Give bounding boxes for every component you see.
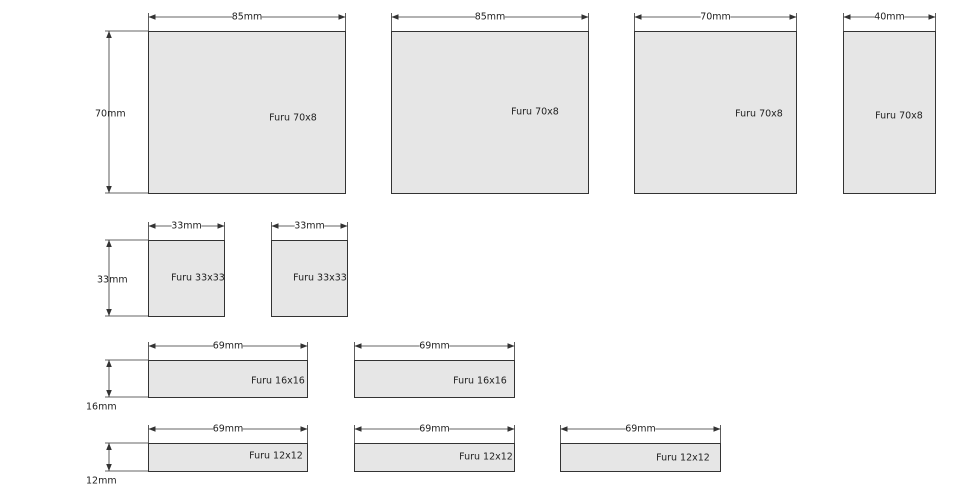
board-label: Furu 70x8 [875,111,923,122]
board-label: Furu 70x8 [269,113,317,124]
board-label: Furu 70x8 [511,107,559,118]
dimension-label-background [232,11,262,22]
board-panel [148,360,308,398]
board-label: Furu 70x8 [735,109,783,120]
height-dimension-label: 12mm [86,476,117,487]
width-dimension-label: 69mm [419,341,450,352]
board-panel [354,360,515,398]
dimension-label-background [171,220,202,231]
board-panel [148,240,225,317]
board-label: Furu 12x12 [249,451,303,462]
width-dimension-label: 69mm [625,424,656,435]
dimension-label-background [213,340,243,351]
board-panel [148,31,346,194]
board-label: Furu 12x12 [656,453,710,464]
board-panel [391,31,589,194]
dimension-label-background [213,423,243,434]
width-dimension-label: 69mm [419,424,450,435]
width-dimension-label: 69mm [213,424,244,435]
width-dimension-label: 69mm [213,341,244,352]
height-dimension-label: 16mm [86,402,117,413]
width-dimension-label: 33mm [294,221,325,232]
board-panel [560,443,721,472]
dimension-label-background [874,11,905,22]
dimension-label-background [475,11,505,22]
height-dimension-label: 70mm [95,109,126,120]
board-panel [148,443,308,472]
board-panel [843,31,936,194]
board-label: Furu 12x12 [459,452,513,463]
board-label: Furu 16x16 [251,376,305,387]
width-dimension-label: 85mm [475,12,506,23]
dimension-label-background [625,423,656,434]
board-label: Furu 33x33 [171,273,225,284]
board-label: Furu 33x33 [293,273,347,284]
width-dimension-label: 40mm [874,12,905,23]
width-dimension-label: 70mm [700,12,731,23]
width-dimension-label: 85mm [232,12,263,23]
dimension-label-background [419,423,450,434]
board-panel [271,240,348,317]
board-label: Furu 16x16 [453,376,507,387]
dimension-label-background [419,340,450,351]
board-panel [634,31,797,194]
board-panel [354,443,515,472]
dimension-label-background [294,220,325,231]
height-dimension-label: 33mm [97,275,128,286]
width-dimension-label: 33mm [171,221,202,232]
dimension-label-background [700,11,731,22]
